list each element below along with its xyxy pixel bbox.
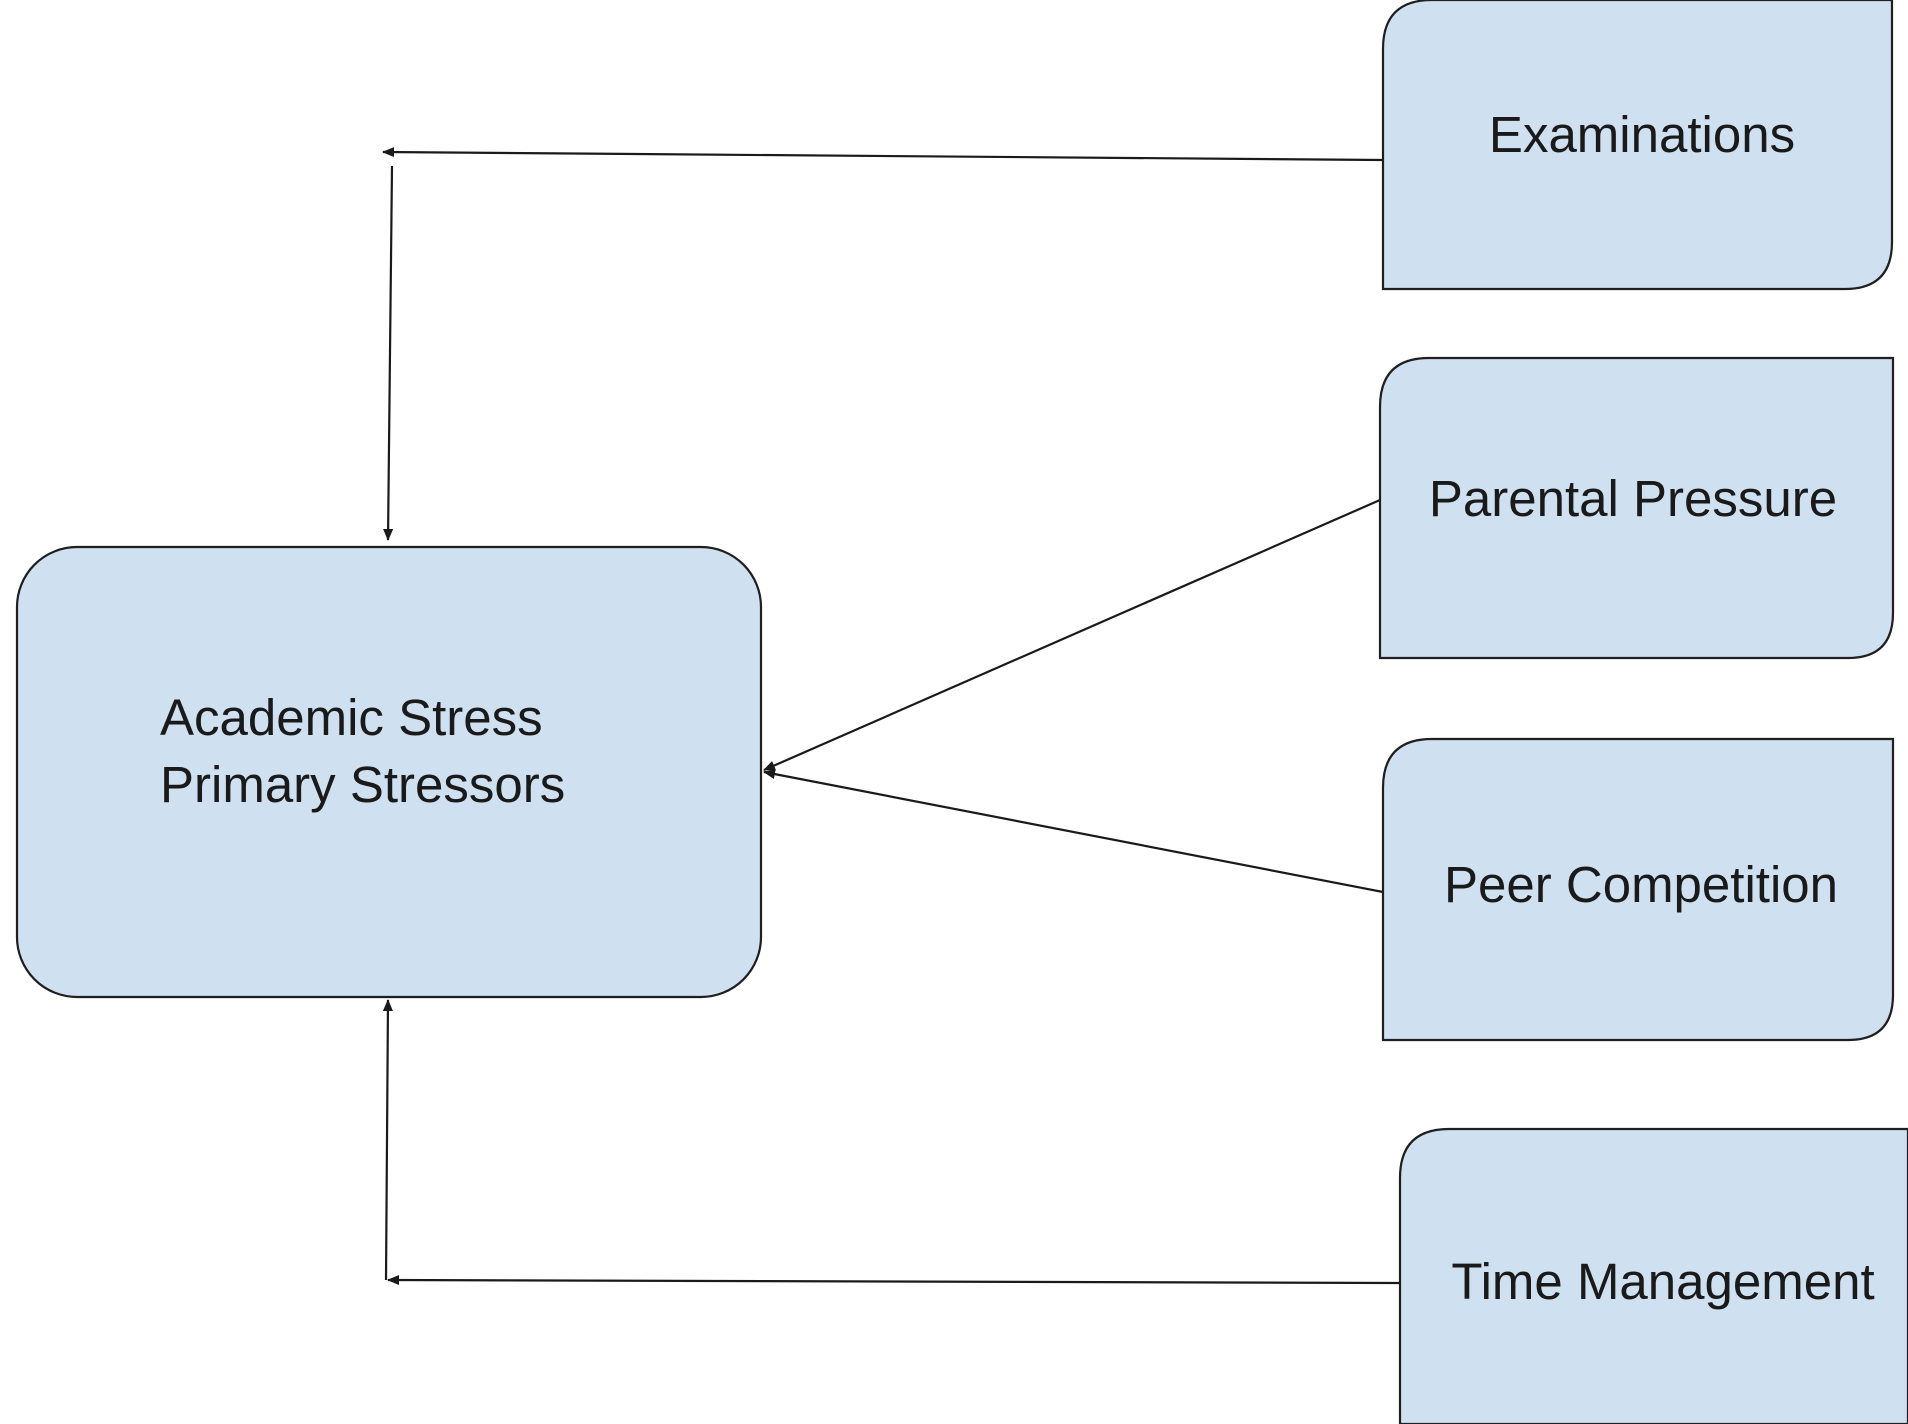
node-time-management[interactable]: Time Management	[1398, 1127, 1908, 1424]
edge-parental-pressure	[763, 498, 1381, 772]
edge-examinations-vertical	[383, 165, 394, 541]
node-academic-stress-line2: Primary Stressors	[160, 756, 565, 813]
connectors	[382, 147, 1401, 1286]
node-academic-stress-line1: Academic Stress	[160, 689, 543, 746]
node-peer-competition-label: Peer Competition	[1444, 856, 1838, 913]
node-parental-pressure-label: Parental Pressure	[1429, 470, 1837, 527]
node-parental-pressure[interactable]: Parental Pressure	[1378, 356, 1895, 660]
edge-time-management-horizontal	[387, 1275, 1401, 1286]
node-peer-competition[interactable]: Peer Competition	[1381, 737, 1895, 1042]
edge-peer-competition	[763, 769, 1384, 894]
node-examinations-label: Examinations	[1489, 106, 1795, 163]
edge-examinations-horizontal	[382, 147, 1384, 162]
edge-time-management-vertical	[382, 999, 393, 1281]
node-examinations[interactable]: Examinations	[1381, 0, 1894, 291]
node-academic-stress[interactable]: Academic Stress Primary Stressors	[15, 545, 763, 999]
node-time-management-label: Time Management	[1451, 1253, 1874, 1310]
